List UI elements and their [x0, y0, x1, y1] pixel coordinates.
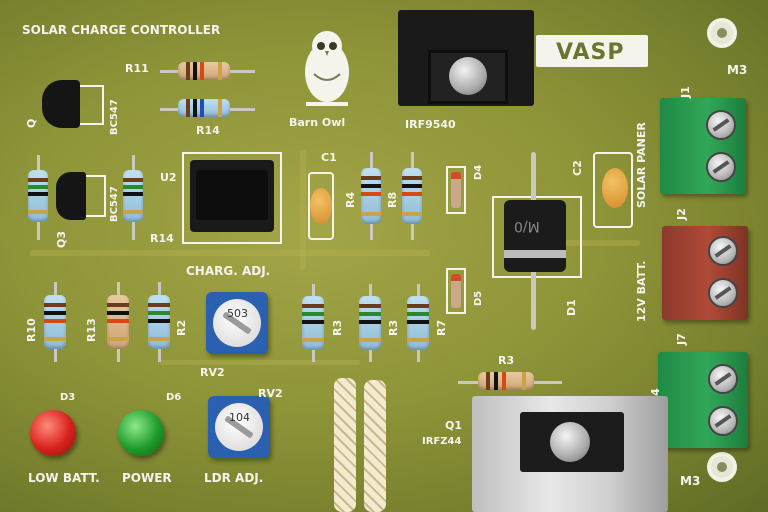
- mosfet-irf9540: [428, 50, 508, 104]
- label-charg-adj: CHARG. ADJ.: [186, 264, 271, 278]
- label-low-batt: LOW BATT.: [28, 471, 100, 485]
- brand-text: VASP: [556, 40, 625, 65]
- label-rv2-bottom: RV2: [258, 387, 283, 400]
- pot-top-code: 503: [227, 307, 248, 320]
- led-low-batt: [30, 410, 76, 456]
- label-irf9540: IRF9540: [405, 118, 456, 131]
- resistor-r14-top: [178, 99, 230, 117]
- capacitor-c2: [602, 168, 628, 208]
- label-r3-bottom: R3: [498, 354, 515, 367]
- pot-bottom-code: 104: [229, 411, 250, 424]
- label-r4: R4: [344, 191, 357, 208]
- label-bc547-top: BC547: [109, 99, 120, 135]
- label-r2: R2: [175, 319, 188, 336]
- label-m3-top: M3: [727, 63, 748, 77]
- label-r13: R13: [85, 318, 98, 342]
- resistor-r11: [178, 62, 230, 80]
- label-r10: R10: [25, 318, 38, 342]
- diode-d1: M/0: [504, 200, 566, 272]
- label-ldr-adj: LDR ADJ.: [204, 471, 264, 485]
- potentiometer-ldr-adj[interactable]: 104: [208, 396, 270, 458]
- terminal-block-j7: [658, 352, 748, 448]
- label-j7: J7: [675, 333, 688, 345]
- owl-logo-icon: [305, 31, 349, 106]
- transistor-q-top: [42, 80, 80, 128]
- logo-text: Barn Owl: [289, 116, 346, 129]
- resistor-r13: [107, 295, 129, 349]
- potentiometer-charg-adj[interactable]: 503: [206, 292, 268, 354]
- resistor-r14-bottom: [123, 170, 143, 222]
- capacitor-c1: [310, 188, 332, 224]
- mounting-hole-top: [707, 18, 737, 48]
- label-solar: SOLAR PANER: [635, 122, 648, 208]
- label-power: POWER: [122, 471, 172, 485]
- label-d6: D6: [166, 392, 182, 403]
- brand-box: VASP: [536, 35, 648, 67]
- diode-d5: [451, 274, 461, 308]
- led-power: [118, 410, 164, 456]
- label-c1: C1: [321, 151, 337, 164]
- label-r3-b: R3: [387, 319, 400, 336]
- label-r14-top: R14: [196, 124, 220, 137]
- resistor-r3-b: [359, 296, 381, 350]
- label-m3-bottom: M3: [680, 474, 701, 488]
- transistor-q3: [56, 172, 86, 220]
- terminal-block-j1: [660, 98, 746, 194]
- resistor-r3-bottom: [478, 372, 534, 390]
- label-irfz44: IRFZ44: [422, 436, 462, 447]
- label-d5: D5: [473, 290, 484, 306]
- label-j1: J1: [679, 86, 692, 98]
- resistor-r10: [44, 295, 66, 349]
- label-q1: Q1: [445, 419, 463, 432]
- label-d3: D3: [60, 392, 76, 403]
- ldr-wire-2: [364, 380, 386, 512]
- label-r7: R7: [435, 319, 448, 336]
- resistor-left-1: [28, 170, 48, 222]
- terminal-block-j2: [662, 226, 748, 320]
- label-j2: J2: [675, 208, 688, 220]
- label-q3: Q3: [55, 230, 68, 248]
- resistor-r4: [361, 168, 381, 224]
- label-batt: 12V BATT.: [635, 260, 648, 322]
- ic-u2: [190, 160, 274, 232]
- label-rv2-mid: RV2: [200, 366, 225, 379]
- label-q-top: Q: [25, 118, 38, 128]
- diode-d1-marking: M/0: [514, 218, 540, 234]
- board-title: SOLAR CHARGE CONTROLLER: [22, 23, 221, 37]
- resistor-r2: [148, 295, 170, 349]
- label-c2: C2: [571, 160, 584, 176]
- label-r14-bottom: R14: [150, 232, 174, 245]
- label-bc547-bottom: BC547: [109, 186, 120, 222]
- label-r11: R11: [125, 62, 149, 75]
- label-r3-a: R3: [331, 319, 344, 336]
- label-r8: R8: [386, 191, 399, 208]
- resistor-r8: [402, 168, 422, 224]
- label-d1: D1: [565, 299, 578, 316]
- diode-d4: [451, 172, 461, 208]
- resistor-r7: [407, 296, 429, 350]
- label-d4: D4: [473, 164, 484, 180]
- ldr-wire-1: [334, 378, 356, 512]
- mosfet-irfz44: [520, 412, 624, 472]
- label-u2: U2: [160, 171, 177, 184]
- mounting-hole-bottom: [707, 452, 737, 482]
- resistor-r3-a: [302, 296, 324, 350]
